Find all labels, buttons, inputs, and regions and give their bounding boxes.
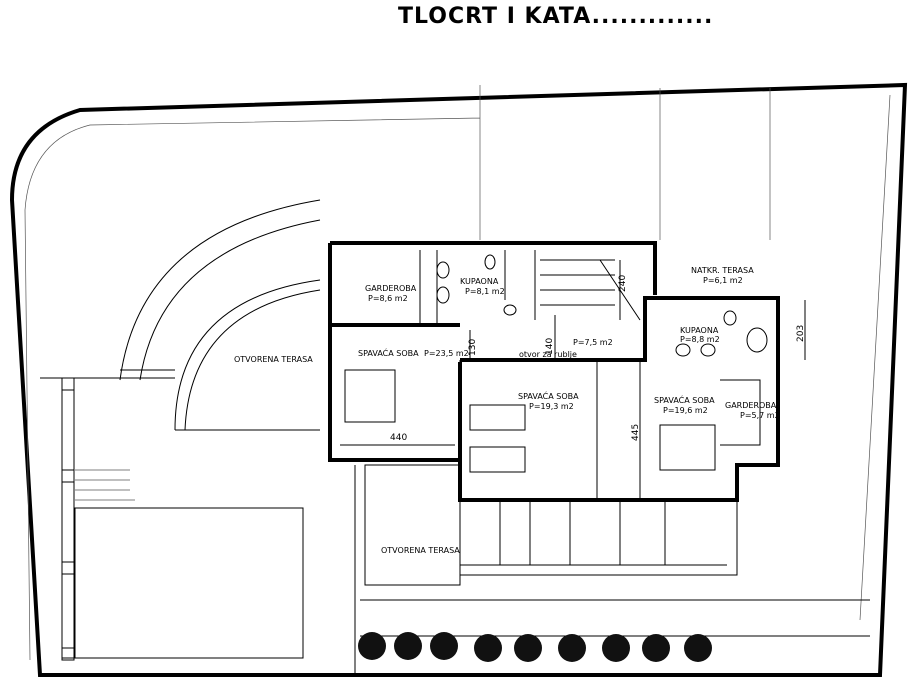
- room-name-spavaca-soba-2: SPAVAĆA SOBA: [518, 390, 579, 401]
- dimension-130: 130: [468, 339, 478, 356]
- room-name-kupaona-2: KUPAONA: [680, 326, 719, 335]
- room-name-otvorena-terasa: OTVORENA TERASA: [234, 355, 313, 364]
- dimension-203: 203: [796, 325, 806, 342]
- room-area-natkr-terasa: P=6,1 m2: [703, 276, 743, 285]
- room-name-garderoba: GARDEROBA: [365, 284, 417, 293]
- plot-boundary: [9, 82, 908, 677]
- drawing-title: TLOCRT I KATA.............: [398, 4, 714, 29]
- room-area-garderoba-2: P=5,7 m2: [740, 411, 780, 420]
- room-area-spavaca-soba: P=23,5 m2: [424, 349, 469, 358]
- dimension-140: 140: [545, 338, 555, 355]
- room-name-spavaca-soba: SPAVAĆA SOBA: [358, 347, 419, 358]
- room-area-kupaona-2: P=8,8 m2: [680, 335, 720, 344]
- room-name-spavaca-soba-3: SPAVAĆA SOBA: [654, 394, 715, 405]
- dimension-440: 440: [390, 433, 407, 443]
- exterior-wall: [328, 241, 780, 502]
- room-name-garderoba-2: GARDEROBA: [725, 401, 777, 410]
- room-name-natkr-terasa: NATKR. TERASA: [691, 266, 754, 275]
- room-name-otvorena-terasa-2: OTVORENA TERASA: [381, 546, 460, 555]
- room-area-garderoba: P=8,6 m2: [368, 294, 408, 303]
- room-area-spavaca-soba-2: P=19,3 m2: [529, 402, 574, 411]
- laundry-chute-note: otvor za rublje: [519, 350, 577, 359]
- shrub-row: [358, 632, 712, 662]
- room-name-kupaona: KUPAONA: [460, 277, 499, 286]
- dimension-240: 240: [618, 275, 628, 292]
- room-area-kupaona: P=8,1 m2: [465, 287, 505, 296]
- room-area-spavaca-soba-3: P=19,6 m2: [663, 406, 708, 415]
- dimension-445: 445: [631, 424, 641, 441]
- room-area-hall: P=7,5 m2: [573, 338, 613, 347]
